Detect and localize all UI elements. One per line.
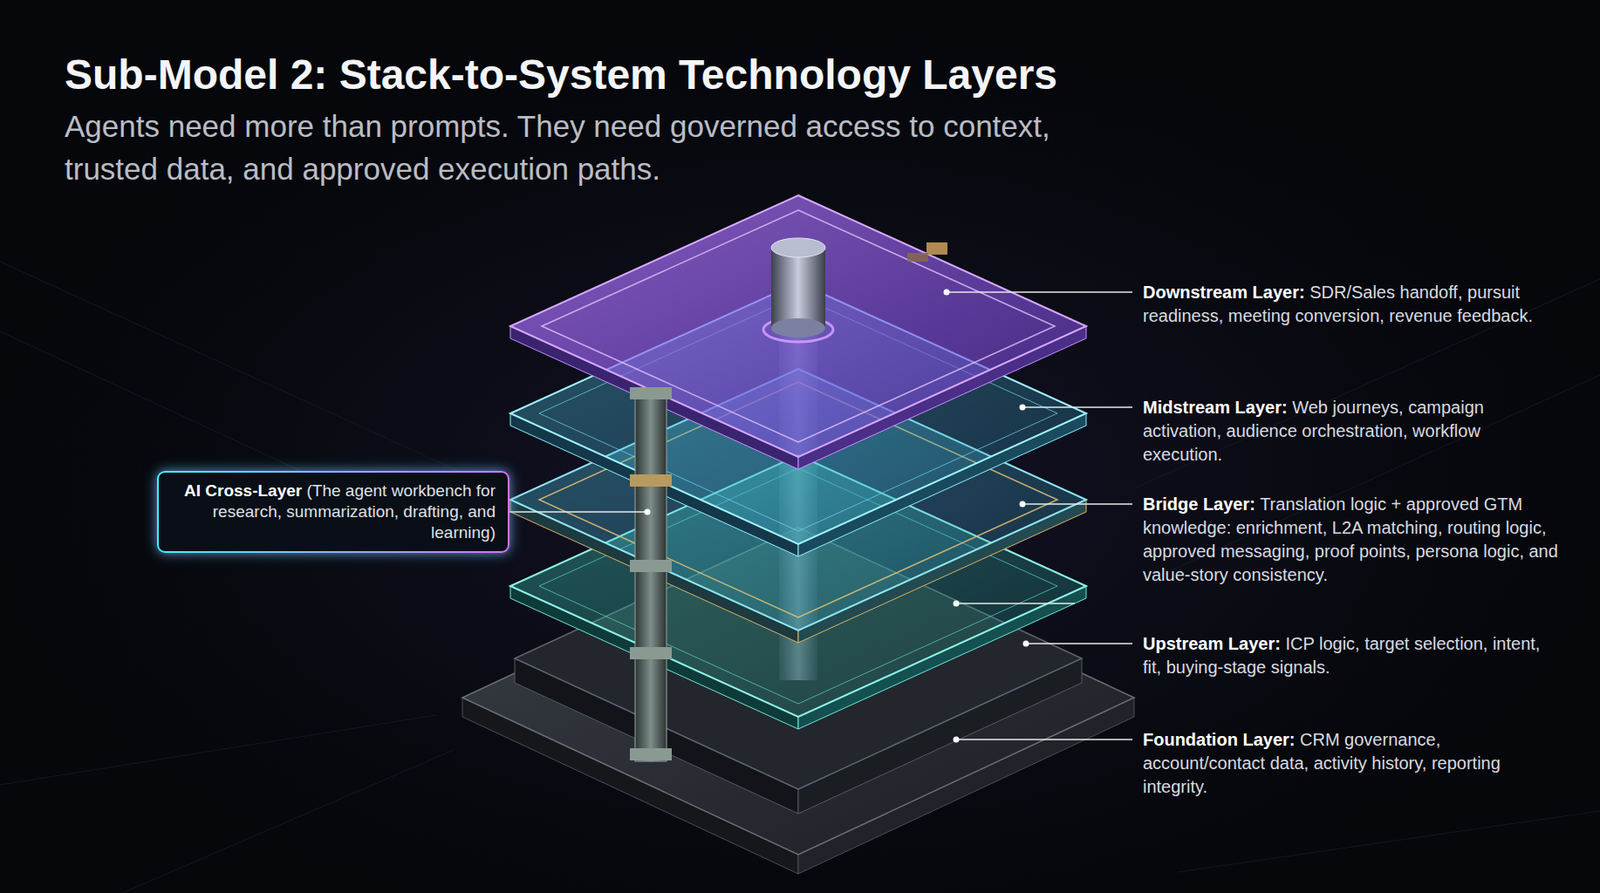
- grid-line: [1134, 279, 1600, 489]
- connector-tab: [926, 242, 948, 255]
- grid-line: [0, 715, 437, 786]
- layer-label: Midstream Layer: Web journeys, campaign …: [1142, 396, 1562, 467]
- connector-tab: [907, 252, 929, 262]
- downstream-plate: [510, 195, 1087, 458]
- leader-dot: [1019, 501, 1026, 508]
- heading-run: Bridge Layer:: [1142, 494, 1256, 514]
- leader-dot: [953, 737, 960, 744]
- layer-label: Foundation Layer: CRM governance, accoun…: [1142, 728, 1562, 800]
- callout-box: AI Cross-Layer (The agent workbench for …: [157, 471, 510, 554]
- heading-run: Foundation Layer:: [1142, 730, 1295, 750]
- leader-dot: [644, 509, 651, 516]
- leader-line: [956, 738, 1133, 741]
- plate-inset: [541, 210, 1055, 443]
- leader-dot: [943, 289, 951, 296]
- callout-text: AI Cross-Layer (The agent workbench for …: [170, 480, 496, 544]
- heading-run: Downstream Layer:: [1142, 282, 1306, 302]
- layer-label: Downstream Layer: SDR/Sales handoff, pur…: [1142, 280, 1562, 329]
- leader-line: [509, 511, 648, 513]
- layer-label: Bridge Layer: Translation logic + approv…: [1142, 492, 1562, 588]
- layer-label: Upstream Layer: ICP logic, target select…: [1142, 632, 1562, 680]
- cylinder-base: [771, 318, 826, 338]
- leader-line: [946, 291, 1133, 294]
- post-joint: [629, 387, 672, 400]
- leader-line: [1022, 406, 1133, 409]
- leader-line: [1022, 503, 1133, 506]
- cross-layer-post: [635, 390, 667, 762]
- post-joint: [629, 748, 672, 761]
- leader-dot: [1019, 404, 1026, 411]
- grid-line: [122, 750, 454, 893]
- heading-run: Upstream Layer:: [1142, 634, 1281, 654]
- leader-line: [1025, 642, 1133, 645]
- leader-dot: [953, 601, 960, 608]
- post-joint: [629, 647, 672, 660]
- leader-line: [956, 602, 1075, 605]
- post-joint: [629, 474, 672, 487]
- post-joint: [629, 560, 672, 573]
- heading-run: Midstream Layer:: [1142, 397, 1288, 418]
- subtitle: Agents need more than prompts. They need…: [64, 104, 1051, 191]
- grid-line: [1177, 811, 1600, 873]
- leader-dot: [1023, 641, 1030, 648]
- cylinder-top: [771, 238, 826, 258]
- title: Sub-Model 2: Stack-to-System Technology …: [64, 50, 1058, 100]
- cylinder-body: [771, 247, 826, 329]
- heading-run: AI Cross-Layer: [184, 481, 307, 500]
